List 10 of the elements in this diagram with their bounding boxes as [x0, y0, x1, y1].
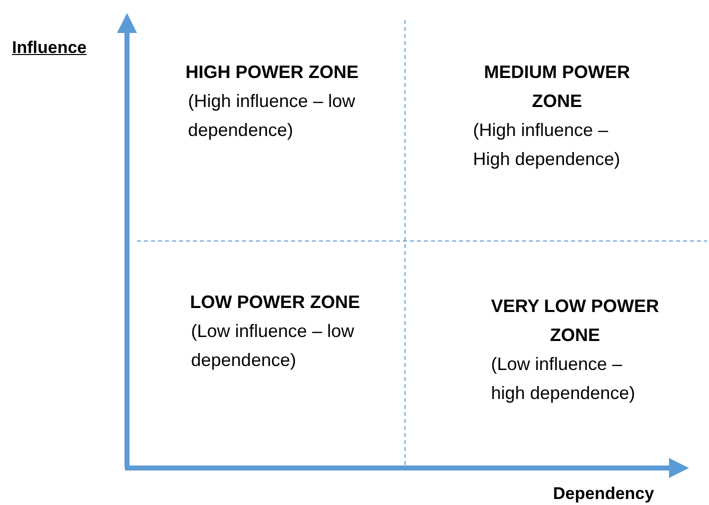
zone-description: (Low influence – high dependence)	[491, 353, 636, 405]
zone-title: LOW POWER ZONE	[189, 291, 361, 314]
zone-title: HIGH POWER ZONE	[184, 61, 360, 84]
axis-label: Dependency	[553, 484, 654, 504]
zone-description: (Low influence – low dependence)	[191, 320, 356, 372]
zone-description: (High influence – High dependence)	[473, 119, 622, 171]
axis-label: Influence	[12, 38, 87, 58]
zone-description: (High influence – low dependence)	[188, 90, 356, 142]
zone-title: MEDIUM POWER ZONE	[483, 61, 631, 113]
zone-title: VERY LOW POWER ZONE	[490, 295, 660, 347]
